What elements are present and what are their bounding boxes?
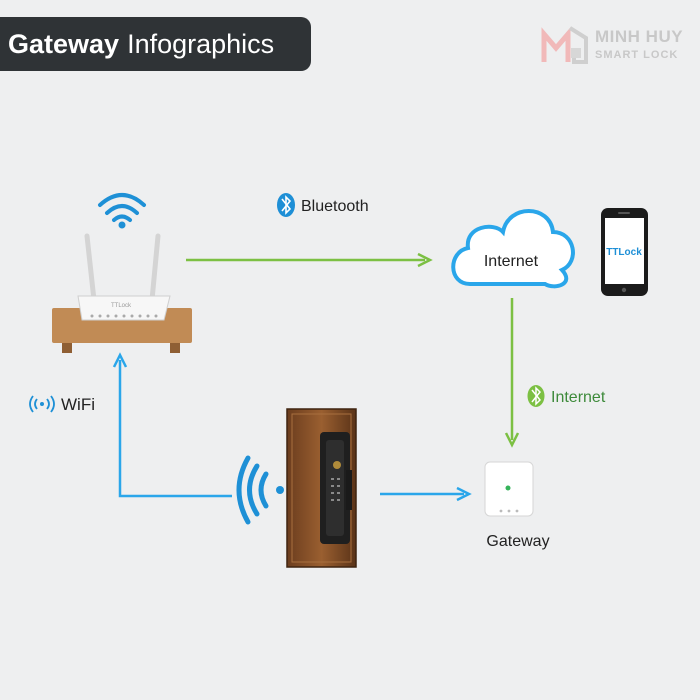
phone-app-label: TTLock [606,247,642,258]
brand-logo: MINH HUY SMART LOCK [540,24,684,66]
title-light: Infographics [127,28,275,59]
signal-waves-icon [236,455,284,525]
bluetooth-arrow [186,252,433,268]
bluetooth-label: Bluetooth [301,198,369,215]
internet-cloud-label: Internet [484,253,539,270]
internet-link-label: Internet [551,389,606,406]
smart-lock-icon [286,408,357,568]
internet-arrow [504,298,520,448]
router-brand: TTLock [111,303,132,309]
phone-icon: TTLock [601,208,648,296]
gateway-label: Gateway [486,533,549,550]
brand-logo-icon [541,26,588,64]
title-bold: Gateway [8,28,120,59]
wifi-label: WiFi [61,395,95,414]
gateway-icon [484,461,534,517]
router-icon: TTLock [52,233,192,353]
wifi-link-arrow [112,352,232,498]
wifi-icon [98,193,146,229]
page-title: Gateway Infographics [0,17,311,71]
brand-name: MINH HUY [595,27,684,46]
brand-tagline: SMART LOCK [595,49,679,61]
wifi-waves-icon [29,395,55,413]
bluetooth-icon [277,193,295,217]
internet-link-icon [527,385,545,407]
lock-to-gateway-arrow [380,486,472,502]
cloud-icon [451,209,575,289]
